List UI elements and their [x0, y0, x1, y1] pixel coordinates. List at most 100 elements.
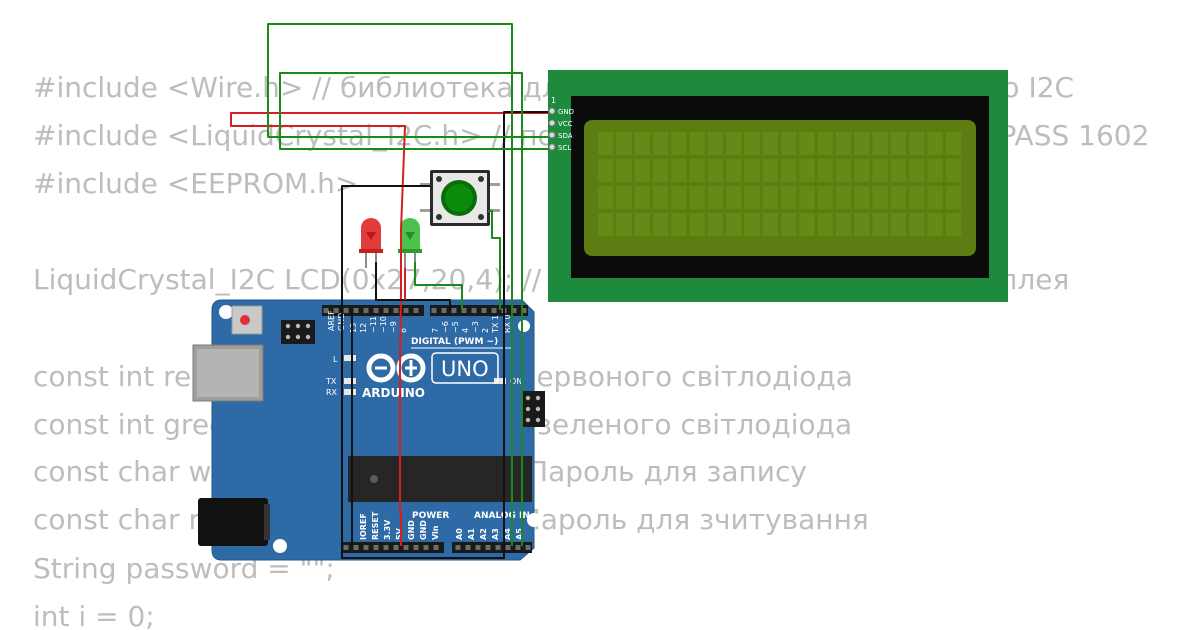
pin-hole — [393, 545, 399, 550]
bottom-pin-holes — [343, 545, 531, 550]
digital-pin-label: ~3 — [471, 321, 480, 333]
lcd-cell — [652, 159, 669, 182]
pin-hole — [403, 308, 409, 313]
lcd-cell — [945, 132, 961, 155]
wire-green-led-to-pin5 — [414, 262, 463, 310]
lcd-cell — [799, 132, 815, 155]
lcd-cell — [854, 213, 870, 236]
lcd-cell — [854, 186, 870, 209]
power-pin-label: IOREF — [359, 513, 368, 540]
lcd-cell — [726, 132, 742, 155]
lcd-cell — [707, 159, 724, 182]
code-line-include-eeprom: #include <EEPROM.h> — [33, 167, 359, 200]
lcd-cell — [652, 186, 669, 209]
lcd-cell — [707, 186, 724, 209]
pin-hole — [481, 308, 487, 313]
lcd-cell — [762, 186, 778, 209]
lcd-cell — [762, 213, 778, 236]
red-led-icon[interactable] — [359, 218, 383, 268]
arduino-brand-label: ARDUINO — [362, 386, 425, 400]
lcd-cell — [744, 159, 760, 182]
analog-pin-label: A5 — [515, 528, 524, 540]
wire-gnd-loop — [341, 111, 548, 559]
lcd-cell — [799, 213, 815, 236]
lcd-cell — [872, 159, 888, 182]
lcd-cell — [781, 132, 797, 155]
power-section-label: POWER — [412, 511, 449, 521]
pin-hole — [413, 545, 419, 550]
push-button-icon[interactable] — [420, 170, 500, 226]
lcd-pin-sda-label: SDA — [558, 132, 573, 140]
analog-pin-label: A2 — [479, 528, 488, 540]
digital-pin-label: RX 0 — [503, 314, 512, 333]
lcd-cell — [744, 213, 760, 236]
pin-hole — [475, 545, 481, 550]
pin-hole — [343, 308, 349, 313]
power-pin-label: RESET — [371, 511, 380, 540]
lcd-cell — [799, 159, 815, 182]
mount-hole — [219, 305, 233, 319]
pin-hole — [363, 308, 369, 313]
lcd-cell — [927, 213, 943, 236]
pin-hole — [343, 545, 349, 550]
pin-hole — [353, 308, 359, 313]
digital-pin-label: 7 — [431, 328, 440, 333]
uno-label: UNO — [441, 357, 489, 381]
digital-pin-label: 12 — [359, 323, 368, 333]
lcd-cell — [671, 186, 687, 209]
pin-hole — [403, 545, 409, 550]
lcd-cell — [890, 159, 907, 182]
power-pin-label: Vin — [431, 525, 440, 540]
lcd-cell — [652, 132, 669, 155]
lcd-cell — [762, 159, 778, 182]
pin-hole — [383, 545, 389, 550]
lcd-cell — [817, 159, 833, 182]
lcd-cell — [872, 132, 888, 155]
lcd-cell — [945, 213, 961, 236]
pin-hole — [461, 308, 467, 313]
reset-button-cap[interactable] — [240, 315, 250, 325]
icsp-header-right — [521, 391, 545, 427]
lcd-1602-i2c-display[interactable]: 1 GND VCC SDA SCL — [548, 70, 1008, 302]
digital-pin-label: TX 1 — [491, 315, 500, 334]
wire-red-led-to-pin6 — [375, 262, 451, 310]
lcd-cell — [598, 132, 614, 155]
lcd-cell — [835, 213, 852, 236]
lcd-cell — [781, 159, 797, 182]
lcd-cell — [835, 132, 852, 155]
lcd-cell — [927, 186, 943, 209]
lcd-cell — [744, 132, 760, 155]
analog-pin-label: A4 — [503, 528, 512, 540]
pin-hole — [515, 545, 521, 550]
pin-hole — [413, 308, 419, 313]
lcd-cell — [854, 159, 870, 182]
led-on-icon — [494, 378, 506, 384]
lcd-cell — [652, 213, 669, 236]
lcd-cell — [817, 213, 833, 236]
power-pin-label: GND — [407, 520, 416, 540]
lcd-cell — [598, 186, 614, 209]
wires — [230, 23, 548, 559]
lcd-cell — [835, 159, 852, 182]
lcd-cell — [762, 132, 778, 155]
code-line-counter: int i = 0; — [33, 600, 155, 630]
lcd-cell — [909, 213, 925, 236]
lcd-cell — [927, 132, 943, 155]
microcontroller-chip — [348, 456, 532, 502]
lcd-cell — [781, 213, 797, 236]
power-jack — [198, 498, 268, 546]
power-analog-header — [342, 542, 532, 553]
reset-button[interactable] — [231, 305, 263, 335]
green-led-icon[interactable] — [398, 218, 422, 268]
lcd-pin-scl-label: SCL — [558, 144, 571, 152]
digital-pin-label: ~11 — [369, 316, 378, 333]
digital-pin-label: ~10 — [379, 316, 388, 333]
digital-pin-label: ~6 — [441, 321, 450, 333]
led-rx-label: RX — [326, 388, 338, 397]
lcd-cell — [707, 213, 724, 236]
lcd-cell — [634, 132, 650, 155]
lcd-cell — [799, 186, 815, 209]
pin-hole — [505, 545, 511, 550]
lcd-pin-vcc-label: VCC — [558, 120, 573, 128]
